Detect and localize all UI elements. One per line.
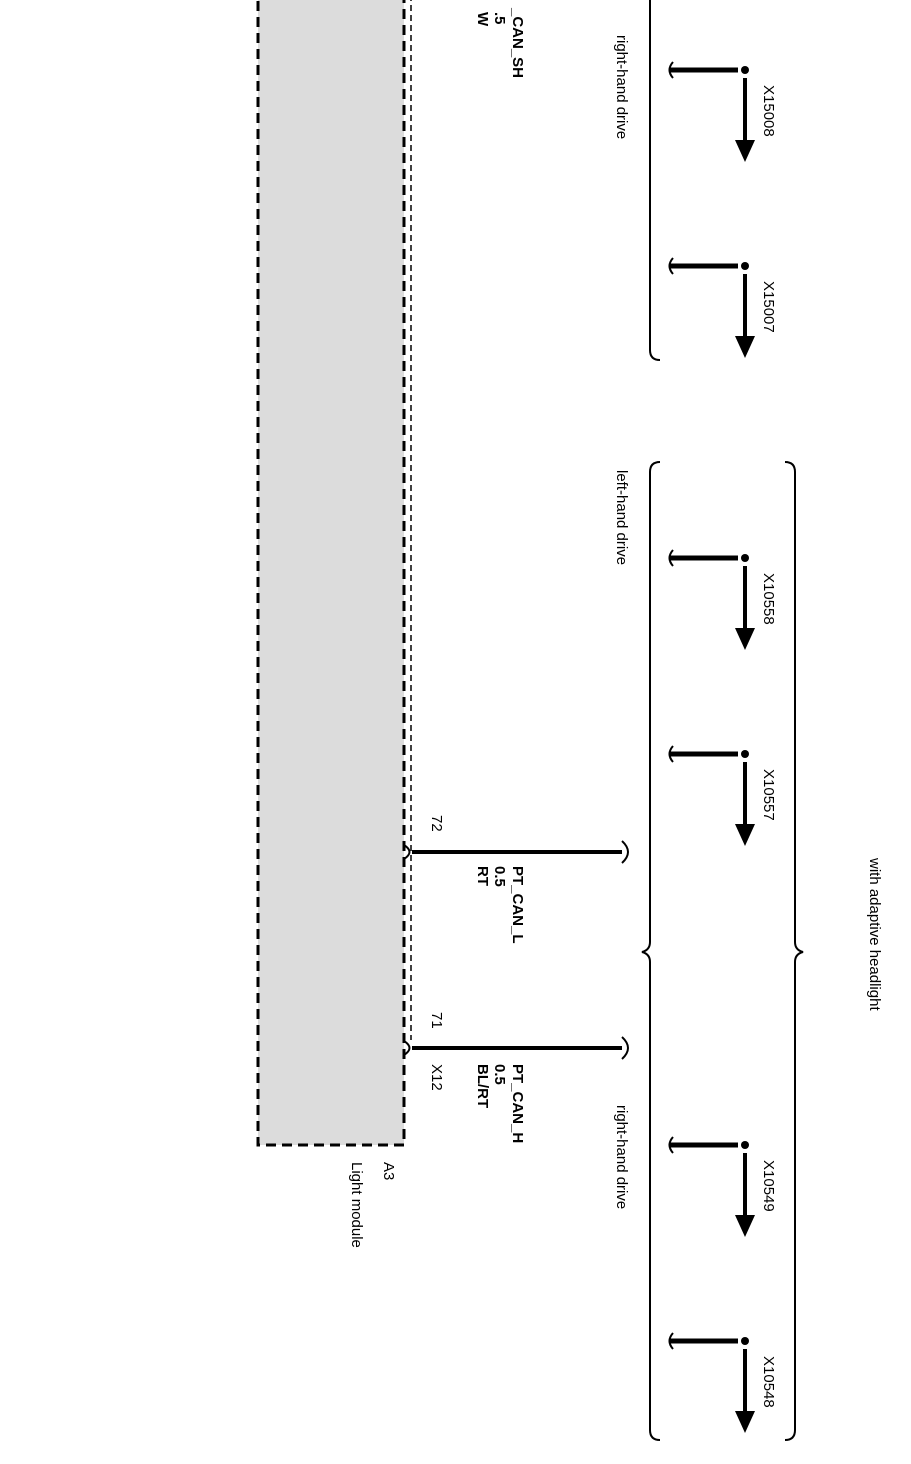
light-module: A3 Light module — [256, 0, 412, 1248]
wire-pt-can-sh-size: .5 — [491, 12, 508, 25]
wire-pt-can-sh-signal: _CAN_SH — [509, 7, 526, 78]
wire-pt-can-sh-color: W — [474, 12, 491, 27]
light-module-ref: A3 — [380, 1162, 397, 1180]
wire-pt-can-h-signal: PT_CAN_H — [509, 1064, 526, 1143]
connector-symbols: X15008 X15007 X10558 X10557 — [668, 61, 777, 1433]
brace-rhd-top — [649, 0, 661, 361]
group-rhd-bottom-label: right-hand drive — [613, 1105, 630, 1209]
wire-pt-can-l-size: 0.5 — [491, 866, 508, 887]
wire-pt-can-l: 72 PT_CAN_L 0.5 RT — [403, 815, 629, 944]
wire-pt-can-h-size: 0.5 — [491, 1064, 508, 1085]
connector-x10548: X10548 — [668, 1332, 777, 1433]
connector-x15008-label: X15008 — [760, 85, 777, 137]
brace-rhd-bottom — [649, 962, 661, 1441]
connector-x10558-label: X10558 — [760, 573, 777, 625]
connector-x12-label: X12 — [428, 1064, 445, 1091]
wire-pt-can-h-end — [621, 1036, 629, 1060]
group-rhd-top-label: right-hand drive — [613, 35, 630, 139]
light-module-box — [256, 0, 406, 1147]
wire-pt-can-sh: _CAN_SH .5 W — [474, 7, 526, 78]
group-labels: right-hand drive left-hand drive right-h… — [613, 35, 883, 1209]
wire-pt-can-l-color: RT — [474, 866, 491, 886]
light-module-name: Light module — [348, 1162, 365, 1248]
group-braces — [641, 0, 804, 1441]
connector-x10548-label: X10548 — [760, 1356, 777, 1408]
wire-pt-can-h-socket — [403, 1040, 411, 1056]
connector-x10558: X10558 — [668, 549, 777, 650]
connector-x10549-label: X10549 — [760, 1160, 777, 1212]
connector-x15008: X15008 — [668, 61, 777, 162]
connector-x15007-label: X15007 — [760, 281, 777, 333]
connector-x10557: X10557 — [668, 745, 777, 846]
wire-pt-can-l-signal: PT_CAN_L — [509, 866, 526, 944]
wire-pt-can-l-end — [621, 840, 629, 864]
brace-adaptive — [784, 461, 804, 1441]
wire-pt-can-h-color: BL/RT — [474, 1064, 491, 1108]
wire-pt-can-l-socket — [403, 844, 411, 860]
wire-pt-can-h-pin: 71 — [428, 1012, 445, 1029]
wire-pt-can-l-pin: 72 — [428, 815, 445, 832]
connector-x15007: X15007 — [668, 257, 777, 358]
group-lhd-label: left-hand drive — [613, 470, 630, 565]
connector-x10557-label: X10557 — [760, 769, 777, 821]
group-adaptive-label: with adaptive headlight — [866, 857, 883, 1011]
connector-x10549: X10549 — [668, 1136, 777, 1237]
brace-lhd — [641, 461, 661, 965]
wire-pt-can-h: 71 X12 PT_CAN_H 0.5 BL/RT — [403, 1012, 629, 1143]
